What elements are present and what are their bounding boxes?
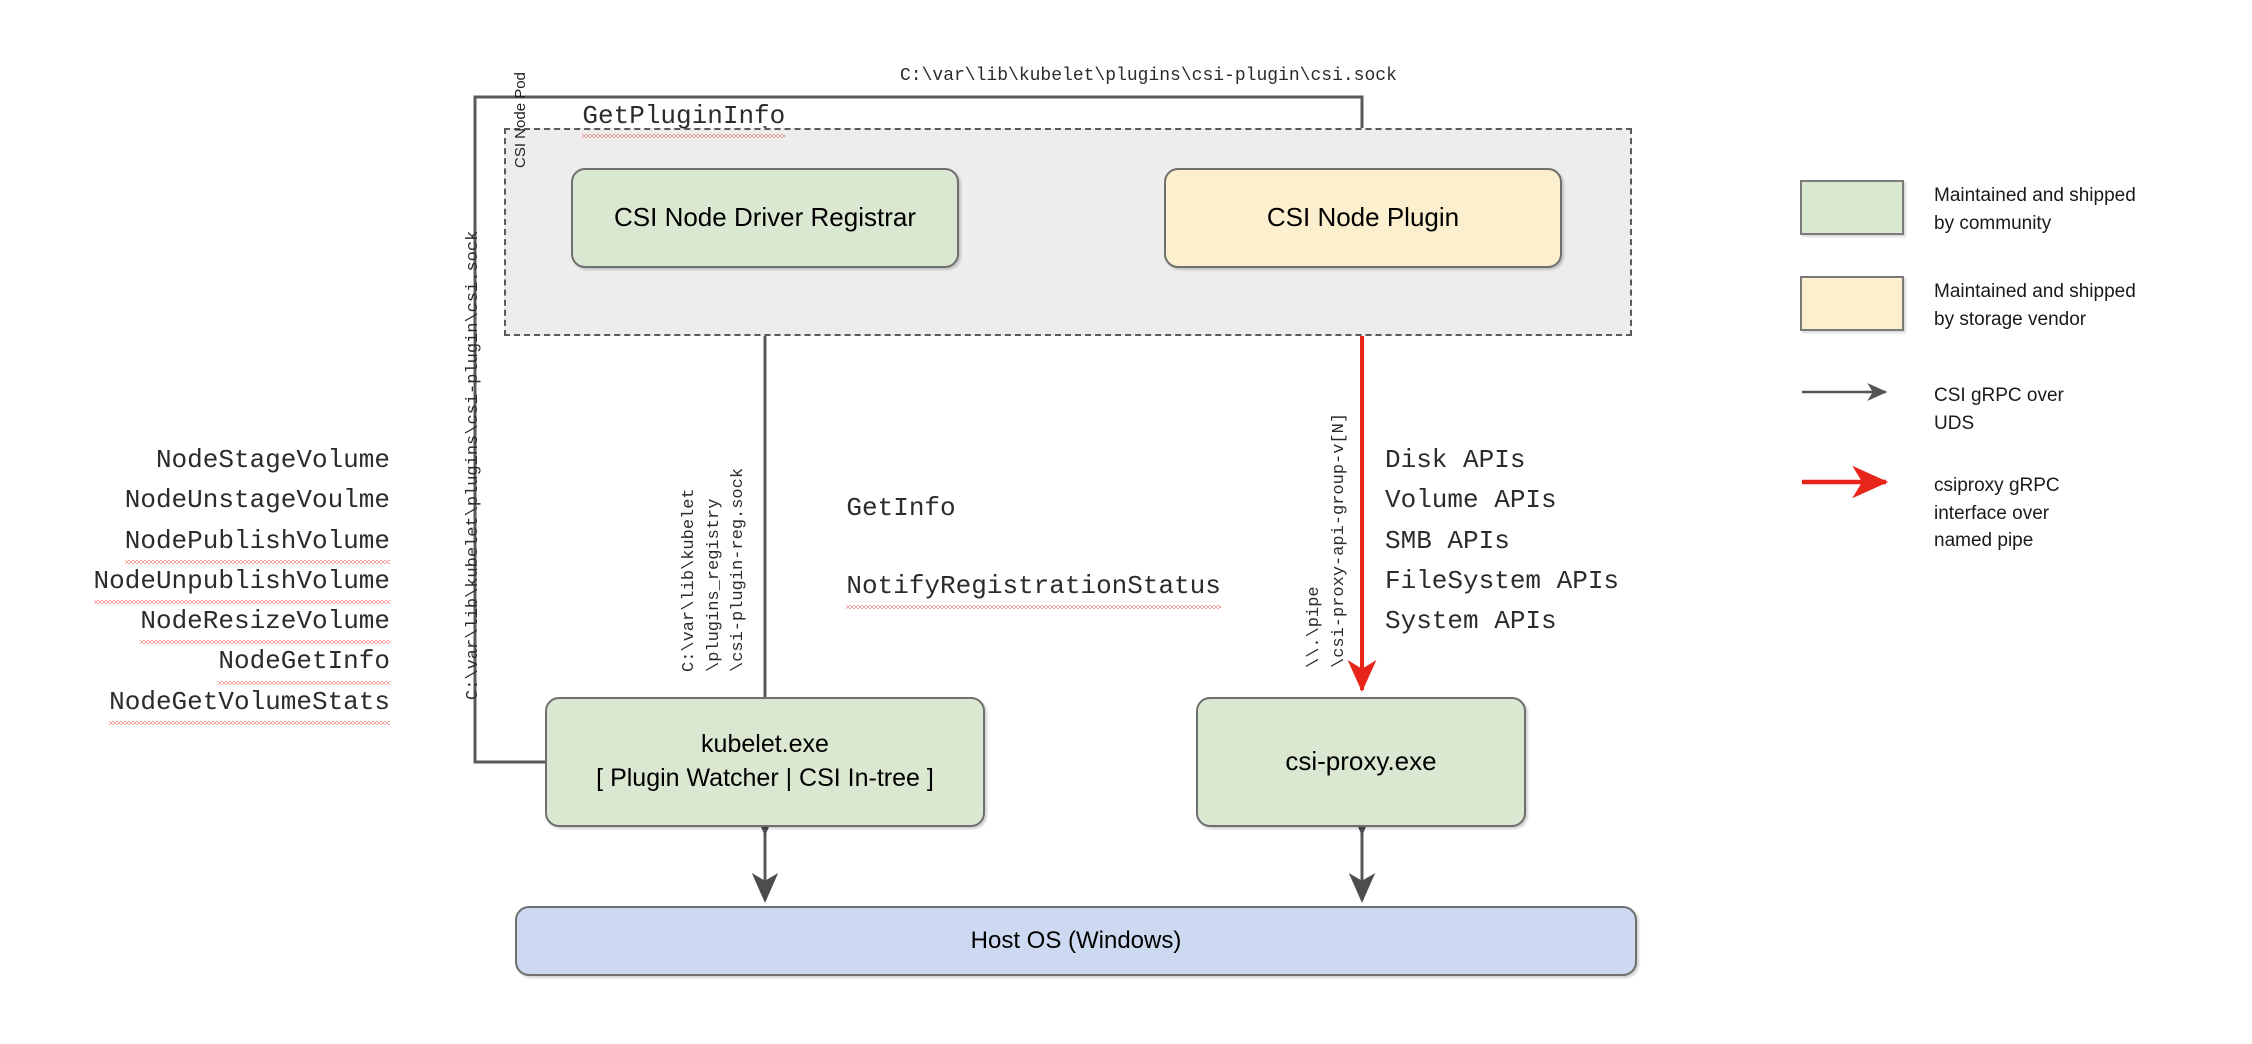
- node-host-os[interactable]: Host OS (Windows): [515, 906, 1637, 976]
- node-csi-proxy-exe[interactable]: csi-proxy.exe: [1196, 697, 1526, 827]
- legend-arrow-icon: [1800, 465, 1904, 499]
- node-api-item: NodeGetInfo: [60, 641, 390, 686]
- proxy-api-item: SMB APIs: [1385, 525, 1510, 556]
- node-api-item: NodePublishVolume: [60, 521, 391, 565]
- getinfo-text: GetInfo: [846, 493, 956, 523]
- proxy-api-item: Volume APIs: [1385, 485, 1557, 516]
- node-label: CSI Node Plugin: [1266, 202, 1460, 233]
- notifyregistrationstatus-text: NotifyRegistrationStatus: [846, 567, 1222, 609]
- legend-arrow-icon: [1800, 380, 1904, 404]
- label-named-pipe-vertical: \\.\pipe\csi-proxy-api-group-v[N]: [1305, 412, 1349, 668]
- wire-getplugininfo: [473, 95, 1376, 764]
- kubelet-line-2: [ Plugin Watcher | CSI In-tree ]: [596, 764, 934, 792]
- label-csi-sock-path-vertical: C:\var\lib\kubelet\plugins\csi-plugin\cs…: [464, 230, 483, 700]
- label-registration-calls: GetInfo NotifyRegistrationStatus: [784, 450, 1222, 645]
- kubelet-line-1: kubelet.exe: [701, 730, 829, 759]
- legend-color-swatch: [1800, 276, 1904, 331]
- label-getplugininfo: GetPluginInfo: [520, 60, 785, 173]
- node-label: CSI Node Driver Registrar: [614, 202, 916, 233]
- node-label: Host OS (Windows): [970, 926, 1182, 954]
- proxy-api-item: System APIs: [1385, 606, 1557, 637]
- node-api-item: NodeResizeVolume: [60, 601, 390, 645]
- node-api-label: NodePublishVolume: [124, 521, 391, 565]
- proxy-api-item: FileSystem APIs: [1385, 565, 1620, 596]
- node-label: csi-proxy.exe: [1285, 746, 1437, 777]
- node-api-label: NodeGetInfo: [218, 641, 390, 686]
- node-api-label: NodeUnpublishVolume: [93, 561, 391, 605]
- node-api-label: NodeStageVolume: [155, 445, 390, 475]
- node-label-stack: kubelet.exe [ Plugin Watcher | CSI In-tr…: [596, 728, 934, 796]
- node-api-item: NodeUnpublishVolume: [60, 561, 391, 605]
- node-api-label: NodeUnstageVoulme: [124, 485, 390, 516]
- label-registry-sock-path-vertical: C:\var\lib\kubelet\plugins_registry\csi-…: [680, 467, 749, 672]
- node-api-item: NodeStageVolume: [60, 440, 390, 480]
- node-api-item: NodeUnstageVoulme: [60, 480, 390, 520]
- getplugininfo-text: GetPluginInfo: [582, 98, 785, 139]
- label-csi-sock-path-top: C:\var\lib\kubelet\plugins\csi-plugin\cs…: [900, 66, 1397, 86]
- node-csi-node-driver-registrar[interactable]: CSI Node Driver Registrar: [571, 168, 959, 268]
- node-kubelet-exe[interactable]: kubelet.exe [ Plugin Watcher | CSI In-tr…: [545, 697, 985, 827]
- legend-color-swatch: [1800, 180, 1904, 235]
- node-api-label: NodeResizeVolume: [140, 601, 390, 645]
- node-csi-node-plugin[interactable]: CSI Node Plugin: [1164, 168, 1562, 268]
- proxy-api-item: Disk APIs: [1385, 445, 1526, 475]
- node-api-item: NodeGetVolumeStats: [60, 682, 390, 726]
- node-api-label: NodeGetVolumeStats: [109, 682, 390, 726]
